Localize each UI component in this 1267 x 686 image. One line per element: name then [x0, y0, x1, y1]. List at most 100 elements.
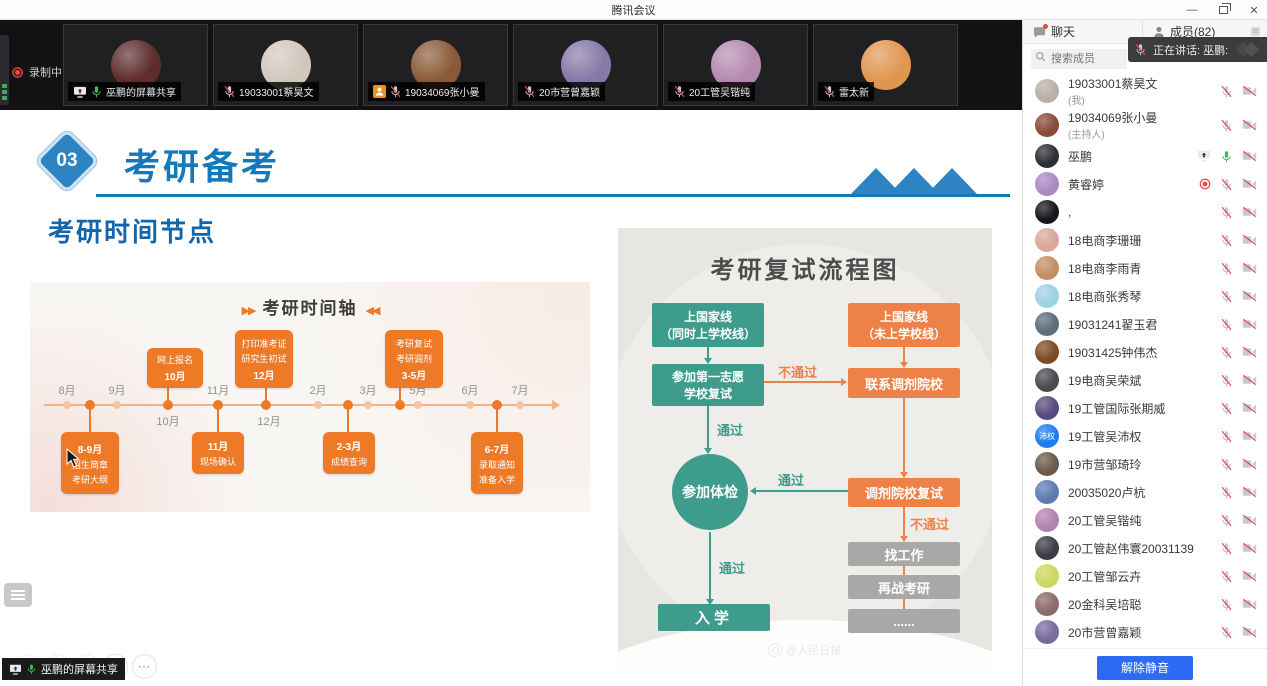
cam-off-icon[interactable]	[1242, 542, 1257, 554]
cam-off-icon[interactable]	[1242, 570, 1257, 582]
mic-off-icon[interactable]	[1220, 486, 1233, 499]
record-icon[interactable]	[1199, 178, 1211, 190]
video-tile[interactable]: 雷太新	[813, 24, 958, 106]
timeline-connector	[265, 388, 267, 402]
restore-button[interactable]	[1216, 3, 1231, 17]
member-row[interactable]: 19031241翟玉君	[1023, 310, 1267, 338]
search-input[interactable]	[1031, 49, 1127, 69]
mic-off-icon[interactable]	[1220, 458, 1233, 471]
mic-off-icon[interactable]	[1220, 178, 1233, 191]
timeline-connector	[496, 408, 498, 432]
member-row[interactable]: 19034069张小曼 (主持人)	[1023, 108, 1267, 142]
mic-off-icon[interactable]	[1220, 85, 1233, 98]
mic-off-icon[interactable]	[1220, 234, 1233, 247]
video-tile[interactable]: 19034069张小曼	[363, 24, 508, 106]
cam-off-icon[interactable]	[1242, 514, 1257, 526]
cam-off-icon[interactable]	[1242, 262, 1257, 274]
panel-pop-out-button[interactable]	[1243, 26, 1267, 37]
member-status-icons	[1220, 374, 1257, 387]
cam-off-icon[interactable]	[1242, 178, 1257, 190]
mic-off-icon[interactable]	[1220, 262, 1233, 275]
unmute-button[interactable]: 解除静音	[1097, 655, 1193, 680]
arrow-left-icon: ◀◀	[365, 305, 381, 317]
video-tile[interactable]: 20市营曾嘉颖	[513, 24, 658, 106]
cam-off-icon[interactable]	[1242, 85, 1257, 97]
member-avatar	[1035, 452, 1059, 476]
more-button[interactable]: •••	[132, 654, 157, 679]
video-tile[interactable]: 巫鹏的屏幕共享	[63, 24, 208, 106]
close-button[interactable]: ✕	[1249, 4, 1259, 17]
tab-members[interactable]: 成员(82)	[1143, 20, 1243, 43]
collapsed-toolbar[interactable]	[0, 35, 9, 105]
screen-share-icon[interactable]	[1197, 150, 1211, 162]
cam-off-icon[interactable]	[1242, 486, 1257, 498]
pop-out-icon	[1250, 26, 1260, 37]
member-name: 18电商李雨青	[1068, 261, 1142, 276]
cam-off-icon[interactable]	[1242, 458, 1257, 470]
cam-off-icon[interactable]	[1242, 318, 1257, 330]
mic-off-icon[interactable]	[1220, 626, 1233, 639]
member-row[interactable]: 巫鹏	[1023, 142, 1267, 170]
member-status-icons	[1220, 542, 1257, 555]
mic-on-icon[interactable]	[1220, 150, 1233, 163]
search-icon	[1036, 52, 1046, 62]
member-row[interactable]: 20金科吴培聪	[1023, 590, 1267, 618]
member-row[interactable]: 沛权 19工管吴沛权	[1023, 422, 1267, 450]
cam-off-icon[interactable]	[1242, 119, 1257, 131]
member-status-icons	[1220, 598, 1257, 611]
member-row[interactable]: 19市营邹琦玲	[1023, 450, 1267, 478]
cam-off-icon[interactable]	[1242, 430, 1257, 442]
member-row[interactable]: 18电商张秀琴	[1023, 282, 1267, 310]
member-row[interactable]: ,	[1023, 198, 1267, 226]
cam-off-icon[interactable]	[1242, 290, 1257, 302]
tab-chat[interactable]: 聊天	[1023, 20, 1143, 43]
sidebar-toggle-button[interactable]	[4, 583, 32, 607]
mic-off-icon[interactable]	[1220, 598, 1233, 611]
member-avatar	[1035, 79, 1059, 103]
cam-off-icon[interactable]	[1242, 206, 1257, 218]
member-row[interactable]: 18电商李珊珊	[1023, 226, 1267, 254]
mic-off-icon[interactable]	[1220, 402, 1233, 415]
video-tile[interactable]: 19033001蔡昊文	[213, 24, 358, 106]
timeline-month-label: 7月	[511, 385, 529, 397]
member-status-icons	[1220, 346, 1257, 359]
cam-off-icon[interactable]	[1242, 402, 1257, 414]
member-row[interactable]: 黄睿婷	[1023, 170, 1267, 198]
cam-off-icon[interactable]	[1242, 234, 1257, 246]
member-row[interactable]: 19电商吴荣斌	[1023, 366, 1267, 394]
member-avatar	[1035, 144, 1059, 168]
mic-off-icon[interactable]	[1220, 290, 1233, 303]
mic-off-icon[interactable]	[1220, 206, 1233, 219]
member-row[interactable]: 20工管赵伟寰20031139	[1023, 534, 1267, 562]
mic-off-icon[interactable]	[1220, 346, 1233, 359]
minimize-button[interactable]: —	[1186, 4, 1198, 16]
participant-avatar	[710, 40, 761, 90]
member-name: 20工管赵伟寰20031139	[1068, 541, 1194, 556]
cam-off-icon[interactable]	[1242, 150, 1257, 162]
member-row[interactable]: 18电商李雨青	[1023, 254, 1267, 282]
video-tile[interactable]: 20工管吴锴纯	[663, 24, 808, 106]
mic-off-icon[interactable]	[1220, 542, 1233, 555]
mic-off-icon[interactable]	[1220, 570, 1233, 583]
member-status-icons	[1220, 458, 1257, 471]
arrow-down	[706, 532, 714, 605]
member-avatar	[1035, 592, 1059, 616]
cam-off-icon[interactable]	[1242, 626, 1257, 638]
member-row[interactable]: 20工管吴锴纯	[1023, 506, 1267, 534]
member-row[interactable]: 19工管国际张期威	[1023, 394, 1267, 422]
member-row[interactable]: 19033001蔡昊文 (我)	[1023, 74, 1267, 108]
mic-off-icon[interactable]	[1220, 430, 1233, 443]
member-row[interactable]: 20035020卢杭	[1023, 478, 1267, 506]
mic-off-icon[interactable]	[1220, 318, 1233, 331]
mic-off-icon[interactable]	[1220, 514, 1233, 527]
mic-off-icon	[223, 85, 236, 98]
member-status-icons	[1220, 206, 1257, 219]
member-row[interactable]: 20工管邹云卉	[1023, 562, 1267, 590]
mic-off-icon[interactable]	[1220, 374, 1233, 387]
cam-off-icon[interactable]	[1242, 374, 1257, 386]
member-row[interactable]: 19031425钟伟杰	[1023, 338, 1267, 366]
mic-off-icon[interactable]	[1220, 119, 1233, 132]
cam-off-icon[interactable]	[1242, 598, 1257, 610]
cam-off-icon[interactable]	[1242, 346, 1257, 358]
member-row[interactable]: 20市营曾嘉颖	[1023, 618, 1267, 646]
